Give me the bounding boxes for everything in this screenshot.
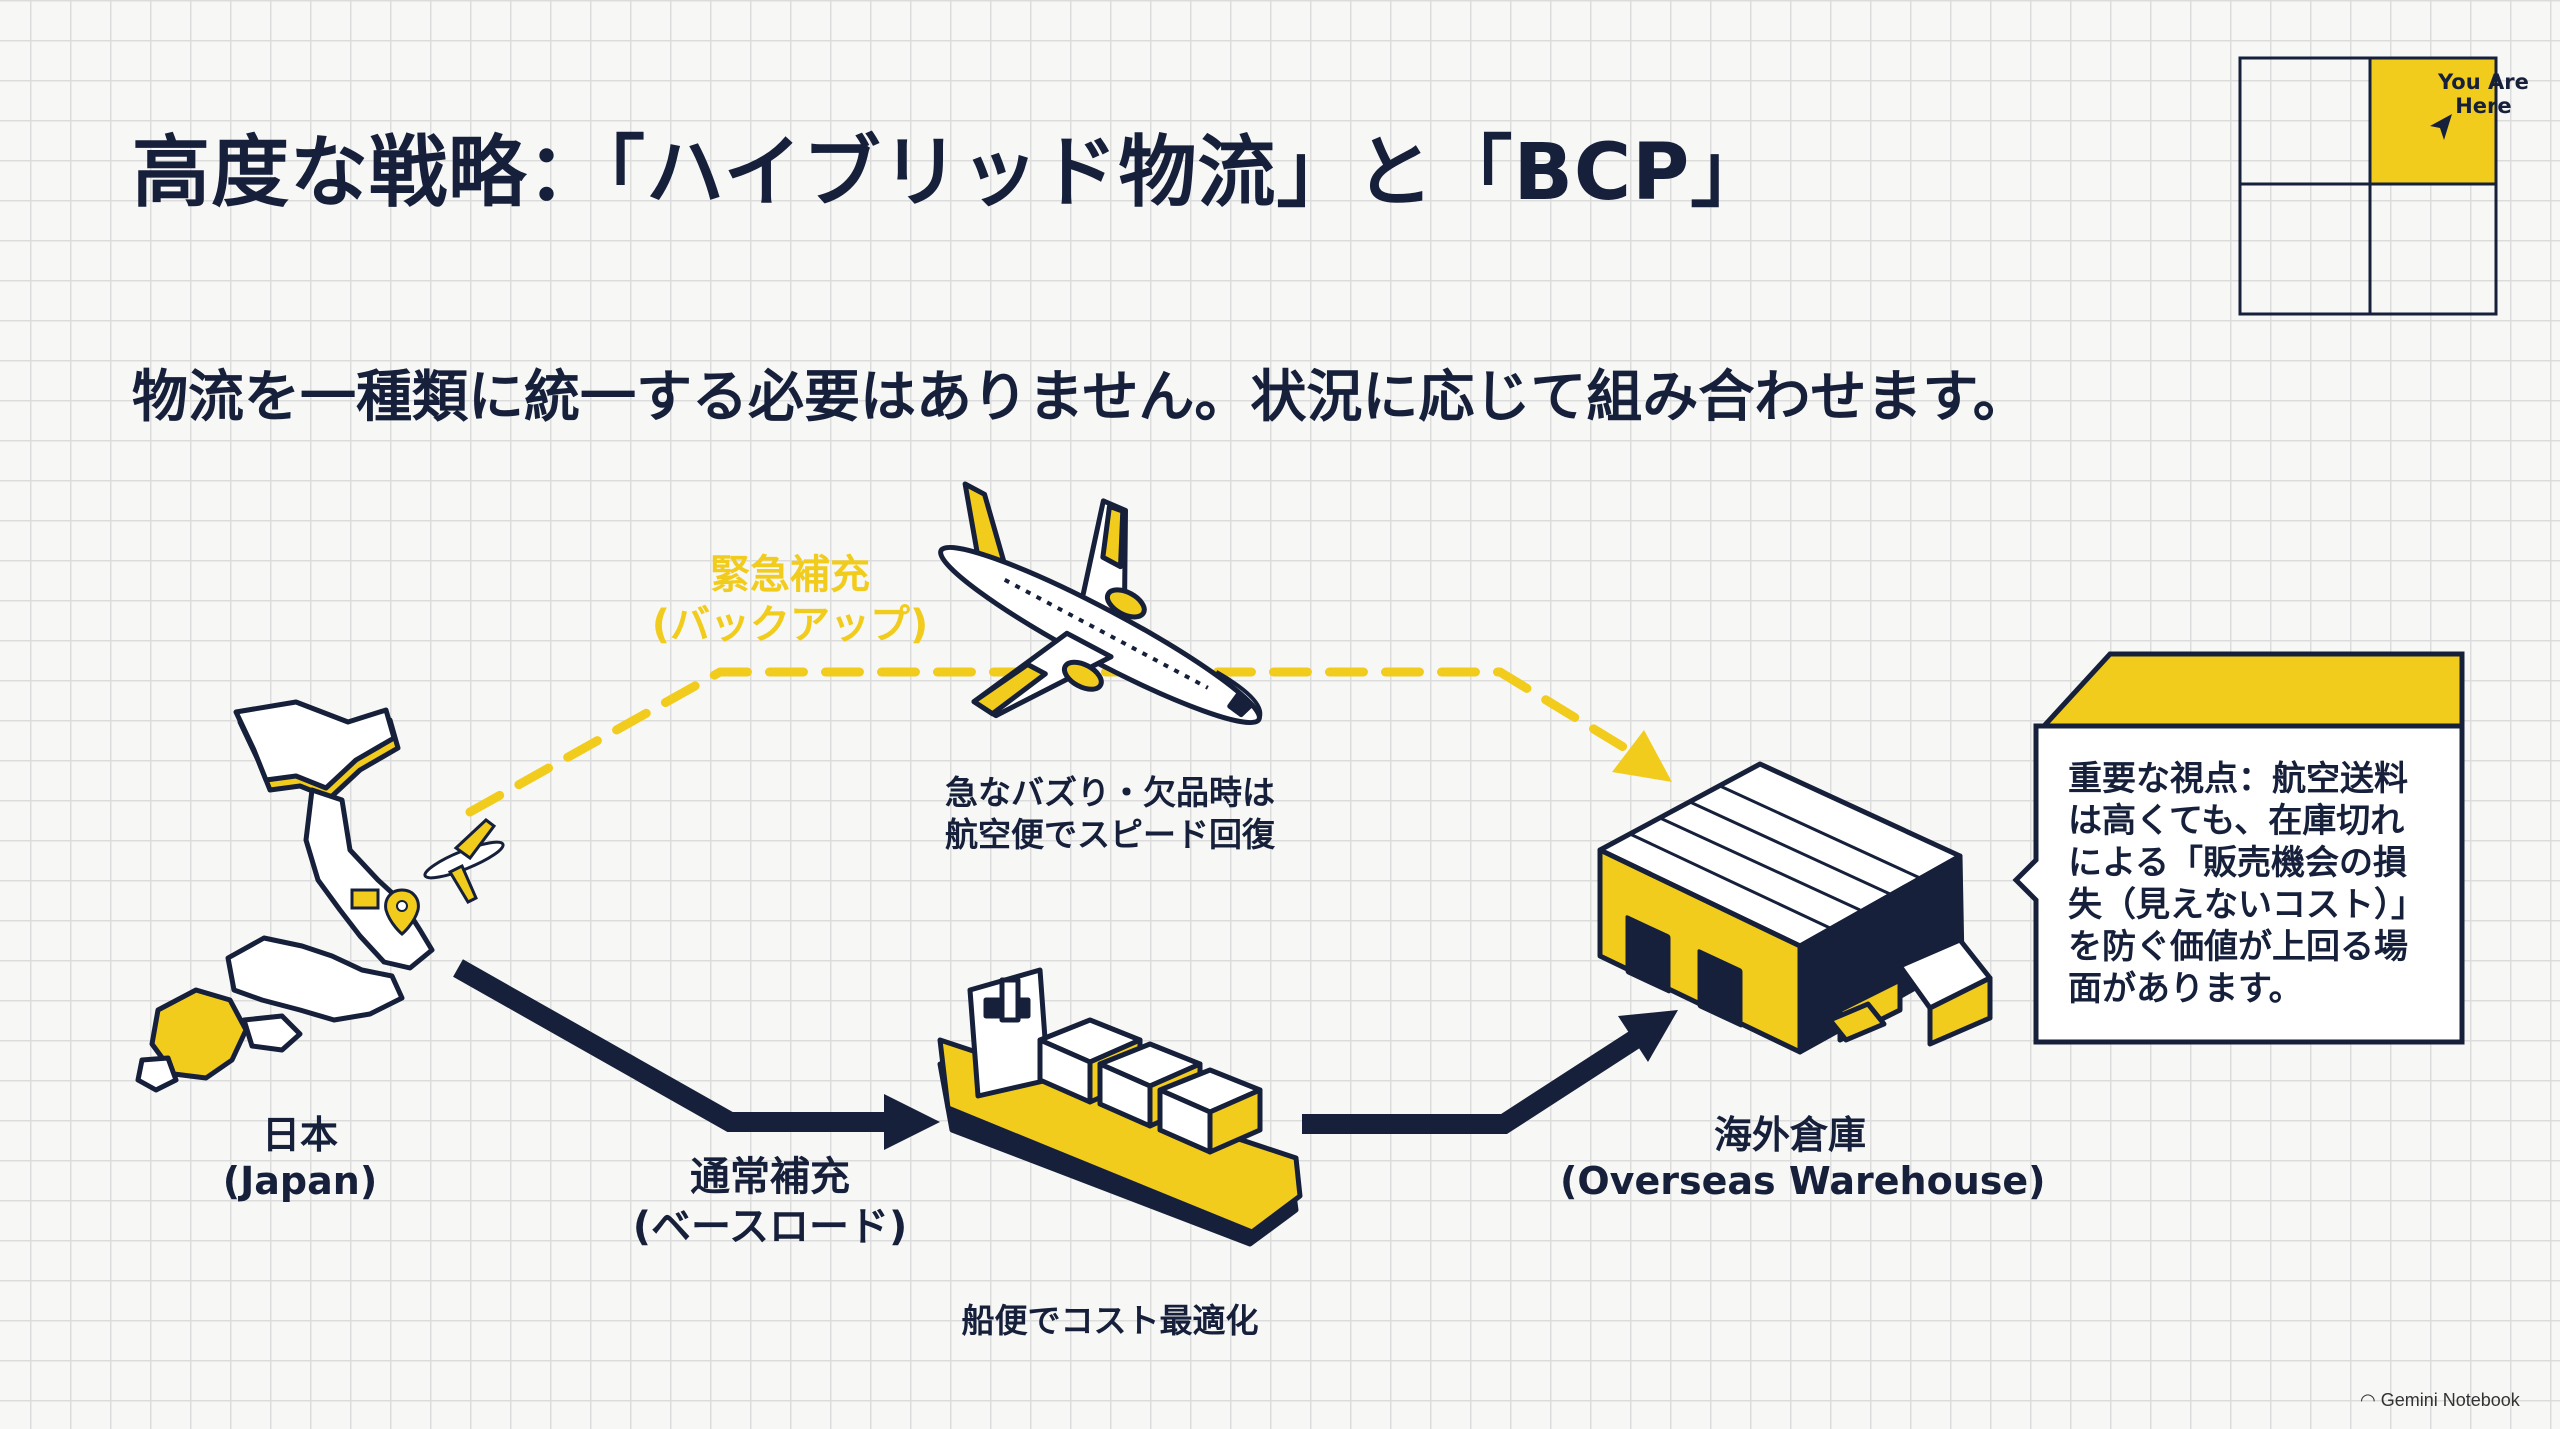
air-route-title: 緊急補充 <box>710 552 870 598</box>
sea-route-subtitle: (ベースロード) <box>632 1204 908 1250</box>
warehouse-icon <box>1597 761 1993 1055</box>
sea-route-arrowhead-1 <box>884 1094 940 1150</box>
sea-route-arrow-2 <box>1302 1027 1646 1134</box>
sea-route-caption: 船便でコスト最適化 <box>961 1301 1259 1340</box>
japan-package-icon <box>350 888 380 910</box>
callout-line: 面があります。 <box>2068 969 2303 1009</box>
air-route-arrowhead <box>1612 730 1672 782</box>
you-are-here-line2: Here <box>2455 94 2512 118</box>
air-caption-line1: 急なバズり・欠品時は <box>945 773 1275 812</box>
location-pin-icon <box>384 888 420 936</box>
page-title: 高度な戦略：「ハイブリッド物流」と「BCP」 <box>132 128 1770 218</box>
callout-box <box>2012 651 2465 1045</box>
callout-line: 重要な視点：航空送料 <box>2068 759 2408 799</box>
callout-line: 失（見えないコスト）」 <box>2068 885 2425 925</box>
map-widget-grid <box>2238 56 2498 316</box>
you-are-here-line1: You Are <box>2438 70 2529 94</box>
callout-text: 重要な視点：航空送料 は高くても、在庫切れ による「販売機会の損 失（見えないコ… <box>2068 758 2446 1010</box>
air-route-caption: 急なバズり・欠品時は 航空便でスピード回復 <box>920 772 1300 856</box>
japan-label: 日本 (Japan) <box>190 1112 410 1204</box>
air-route-subtitle: (バックアップ) <box>651 602 929 648</box>
air-caption-line2: 航空便でスピード回復 <box>945 815 1275 854</box>
warehouse-label: 海外倉庫 (Overseas Warehouse) <box>1560 1112 2046 1204</box>
sea-route-title: 通常補充 <box>690 1154 850 1200</box>
watermark: ◠ Gemini Notebook <box>2360 1390 2520 1411</box>
callout-line: を防ぐ価値が上回る場 <box>2068 927 2408 967</box>
sea-route-arrow-1 <box>453 959 900 1132</box>
japan-label-jp: 日本 <box>261 1113 338 1157</box>
cargo-ship-icon <box>937 967 1303 1247</box>
warehouse-label-en: (Overseas Warehouse) <box>1560 1159 2046 1203</box>
japan-label-en: (Japan) <box>222 1159 378 1203</box>
sea-route-arrowhead-2 <box>1618 1010 1678 1062</box>
warehouse-label-jp: 海外倉庫 <box>1713 1113 1866 1157</box>
airplane-icon <box>938 481 1263 726</box>
watermark-logo-icon: ◠ <box>2360 1390 2381 1410</box>
cursor-arrow-icon <box>2430 114 2452 140</box>
small-airplane-icon <box>423 818 505 904</box>
watermark-text: Gemini Notebook <box>2380 1390 2520 1410</box>
air-route-label: 緊急補充 (バックアップ) <box>640 550 940 650</box>
sea-route-label: 通常補充 (ベースロード) <box>610 1152 930 1252</box>
callout-line: による「販売機会の損 <box>2068 843 2407 883</box>
callout-line: は高くても、在庫切れ <box>2068 801 2405 841</box>
you-are-here-label: You Are Here <box>2438 70 2529 118</box>
page-subtitle: 物流を一種類に統一する必要はありません。状況に応じて組み合わせます。 <box>132 365 2029 430</box>
